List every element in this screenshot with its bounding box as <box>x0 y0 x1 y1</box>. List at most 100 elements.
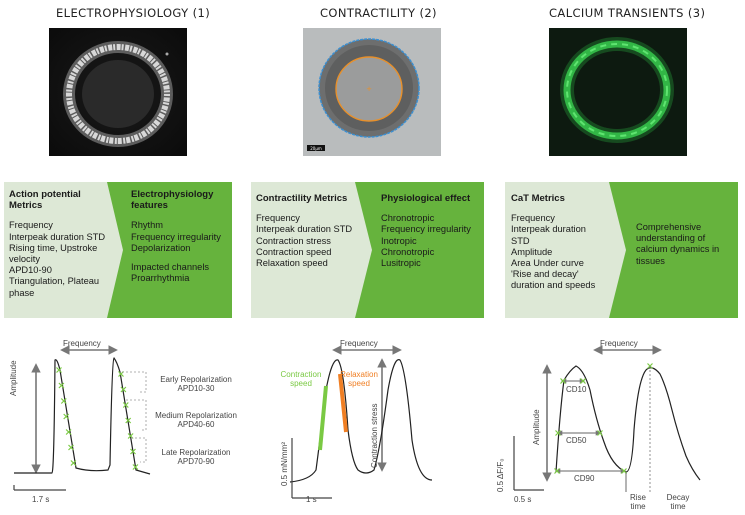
rise-text: Rise <box>629 493 646 502</box>
cat-metric-item: Interpeak duration <box>511 224 586 235</box>
contraction-speed-label: Contraction speed <box>276 370 326 388</box>
contraction-speed-text: Contraction <box>280 370 322 379</box>
contractility-metrics-panel: Contractility Metrics Frequency Interpea… <box>256 193 356 269</box>
physiological-effect-item: Frequency irregularity <box>381 224 471 235</box>
ep-features-panel: Electrophysiology features Rhythm Freque… <box>131 189 231 284</box>
cd90-label: CD90 <box>574 474 595 483</box>
action-potential-trace <box>14 357 151 475</box>
ep-metrics-title: Action potential Metrics <box>9 189 81 212</box>
cd10-label: CD10 <box>566 385 587 394</box>
contractility-image: + 20µm <box>303 28 441 156</box>
contractility-metric-item: Relaxation speed <box>256 258 328 269</box>
physiological-effect-title: Physiological effect <box>381 193 471 204</box>
repolarization-marker <box>65 429 72 435</box>
ep-metric-item: Frequency <box>9 220 53 231</box>
medium-repolarization-label: Medium Repolarization APD40-60 <box>150 411 242 429</box>
contraction-speed-text2: speed <box>290 379 312 388</box>
action-potential-graph <box>13 345 151 491</box>
svg-text:+: + <box>366 85 372 93</box>
time-scale-label: 1.7 s <box>32 495 50 504</box>
cat-metric-item: Amplitude <box>511 246 553 257</box>
ep-metric-item: APD10-90 <box>9 265 52 276</box>
calcium-effect-panel: Comprehensive understanding of calcium d… <box>636 222 732 267</box>
contractility-graph <box>289 345 433 499</box>
physiological-effect-panel: Physiological effect Chronotropic Freque… <box>381 193 481 269</box>
calcium-scale-label: 0.5 ΔF/F₀ <box>496 458 505 492</box>
physiological-effect-item: Chronotropic <box>381 246 435 257</box>
contractility-metric-item: Contraction stress <box>256 235 331 246</box>
early-repolarization-apd: APD10-30 <box>177 384 215 393</box>
calcium-marker <box>560 378 566 384</box>
calcium-frequency-label: Frequency <box>600 339 638 348</box>
repolarization-marker <box>132 464 139 470</box>
calcium-transient-graph <box>513 345 701 492</box>
relaxation-speed-text: Relaxation <box>340 370 378 379</box>
title-contractility: CONTRACTILITY (2) <box>320 6 437 20</box>
repolarization-marker <box>60 398 67 404</box>
title-electrophysiology: ELECTROPHYSIOLOGY (1) <box>56 6 211 20</box>
cat-metric-item: Area Under curve <box>511 258 584 269</box>
calcium-marker <box>597 430 603 436</box>
decay-text2: time <box>670 502 686 511</box>
rise-text2: time <box>630 502 646 511</box>
late-repolarization-apd: APD70-90 <box>177 457 215 466</box>
calcium-transients-image <box>549 28 687 156</box>
cat-metric-item: Frequency <box>511 213 555 224</box>
repolarization-marker <box>125 417 132 424</box>
medium-repolarization-apd: APD40-60 <box>177 420 215 429</box>
physiological-effect-item: Inotropic <box>381 235 417 246</box>
frequency-label: Frequency <box>63 339 101 348</box>
repolarization-marker <box>58 382 65 389</box>
ep-features-title: Electrophysiology features <box>131 189 214 212</box>
calcium-amplitude-label: Amplitude <box>532 409 541 445</box>
repolarization-marker <box>120 386 127 393</box>
title-calcium-transients: CALCIUM TRANSIENTS (3) <box>549 6 706 20</box>
ep-feature-item: Frequency irregularity <box>131 231 221 242</box>
cat-metric-item: STD <box>511 235 530 246</box>
cat-metrics-title: CaT Metrics <box>511 193 565 204</box>
decay-text: Decay <box>666 493 690 502</box>
cat-metric-item: 'Rise and decay' duration and speeds <box>511 269 596 291</box>
calcium-trace <box>555 365 701 481</box>
relaxation-speed-mark <box>338 373 348 433</box>
contractility-time-scale: 1 s <box>306 495 317 504</box>
repolarization-marker <box>70 460 77 466</box>
ep-feature-item: Impacted channels <box>131 262 210 273</box>
rise-time-label: Rise time <box>622 493 654 511</box>
early-repolarization-text: Early Repolarization <box>160 375 232 384</box>
early-repolarization-label: Early Repolarization APD10-30 <box>150 375 242 393</box>
cat-metrics-panel: CaT Metrics Frequency Interpeak duration… <box>511 193 607 292</box>
scale-bar-label: 20µm <box>310 146 322 151</box>
relaxation-speed-label: Relaxation speed <box>334 370 384 388</box>
electrophysiology-image <box>49 28 187 156</box>
physiological-effect-item: Lusitropic <box>381 258 421 269</box>
calcium-marker <box>621 468 627 474</box>
calcium-marker <box>555 430 561 436</box>
ep-metric-item: Rising time, Upstroke velocity <box>9 242 98 265</box>
calcium-marker <box>580 378 586 384</box>
medium-repolarization-text: Medium Repolarization <box>155 411 237 420</box>
ep-feature-item: Rhythm <box>131 220 164 231</box>
repolarization-marker <box>56 367 62 373</box>
repolarization-marker <box>122 402 129 408</box>
cd50-label: CD50 <box>566 436 587 445</box>
contractility-frequency-label: Frequency <box>340 339 378 348</box>
amplitude-label: Amplitude <box>9 360 18 396</box>
late-repolarization-text: Late Repolarization <box>161 448 231 457</box>
repolarization-marker <box>130 448 136 455</box>
late-repolarization-label: Late Repolarization APD70-90 <box>150 448 242 466</box>
ep-metric-item: Triangulation, Plateau phase <box>9 276 100 298</box>
stress-scale-label: 0.5 mN/mm² <box>280 442 289 486</box>
calcium-effect-text: Comprehensive understanding of calcium d… <box>636 222 720 266</box>
ep-metric-item: Interpeak duration STD <box>9 231 106 242</box>
contractility-metrics-title: Contractility Metrics <box>256 193 348 204</box>
decay-time-label: Decay time <box>656 493 700 511</box>
calcium-time-scale: 0.5 s <box>514 495 532 504</box>
relaxation-speed-text2: speed <box>348 379 370 388</box>
contractility-metric-item: Contraction speed <box>256 246 332 257</box>
repolarization-marker <box>68 444 74 451</box>
contraction-stress-label: Contraction stress <box>370 403 379 468</box>
contraction-speed-mark <box>318 385 328 451</box>
contractility-metric-item: Frequency <box>256 213 300 224</box>
ep-feature-item: Proarrhythmia <box>131 273 190 284</box>
